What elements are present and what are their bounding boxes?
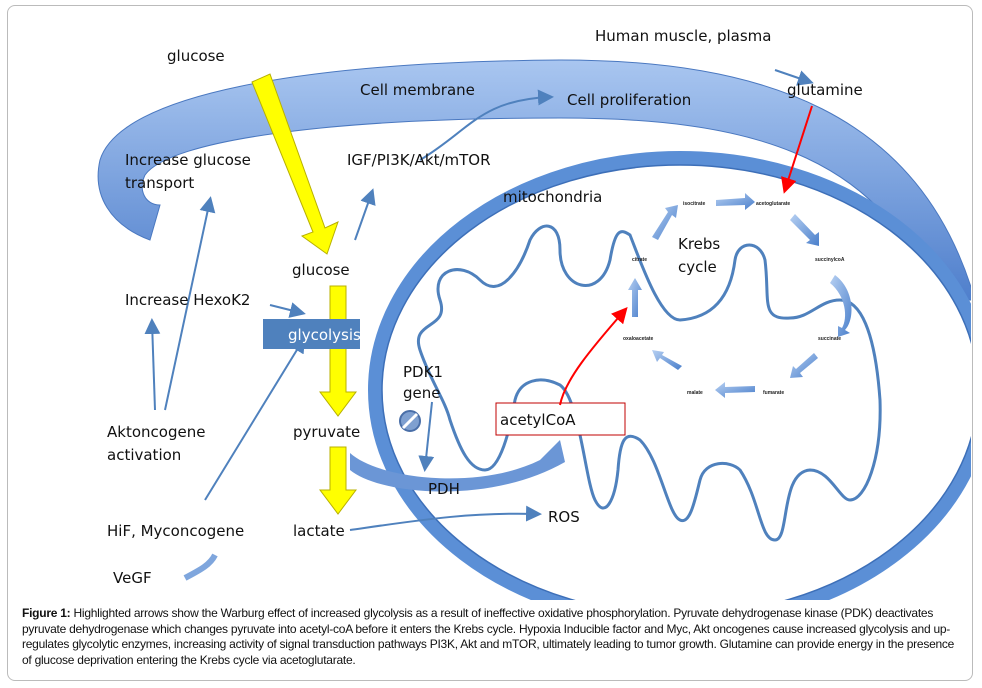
caption-text: Highlighted arrows show the Warburg effe… bbox=[22, 606, 955, 667]
caption-label: Figure 1: bbox=[22, 606, 71, 620]
succinylcoa-label: succinylcoA bbox=[815, 257, 845, 263]
acetylcoa-box bbox=[495, 402, 626, 436]
citrate-label: citrate bbox=[632, 257, 647, 263]
glutamine-label: glutamine bbox=[787, 81, 863, 99]
cell-membrane-band bbox=[97, 59, 971, 301]
aktoncogene-activation-label: activation bbox=[107, 446, 181, 464]
cell-membrane-label: Cell membrane bbox=[360, 81, 475, 99]
krebs-cycle-label-2: cycle bbox=[678, 258, 717, 276]
lactate-label: lactate bbox=[293, 522, 345, 540]
vegf-label: VeGF bbox=[113, 569, 152, 587]
lactate-arrow bbox=[319, 446, 357, 515]
glucose-inside-label: glucose bbox=[292, 261, 350, 279]
increase-hexok2-label: Increase HexoK2 bbox=[125, 291, 250, 309]
human-muscle-plasma-label: Human muscle, plasma bbox=[595, 27, 771, 45]
cell-proliferation-label: Cell proliferation bbox=[567, 91, 691, 109]
increase-glucose-transport-label: Increase glucose bbox=[125, 151, 251, 169]
figure-caption: Figure 1: Highlighted arrows show the Wa… bbox=[22, 606, 962, 668]
succinate-label: succinate bbox=[818, 336, 841, 342]
krebs-cycle-arrows bbox=[628, 193, 852, 398]
mitochondria-outer-membrane bbox=[368, 151, 971, 600]
malate-label: malate bbox=[687, 390, 703, 396]
pdk1-label: PDK1 bbox=[403, 363, 443, 381]
glycolysis-arrow bbox=[319, 285, 357, 417]
inhibition-icon bbox=[399, 410, 421, 432]
mitochondria-label: mitochondria bbox=[503, 188, 602, 206]
glycolysis-box bbox=[263, 319, 360, 349]
hif-myconcogene-label: HiF, Myconcogene bbox=[107, 522, 244, 540]
increase-glucose-transport-label-2: transport bbox=[125, 174, 194, 192]
mitochondria-cristae bbox=[416, 224, 882, 542]
pdk1-gene-label: gene bbox=[403, 384, 441, 402]
ros-label: ROS bbox=[548, 508, 580, 526]
pdh-label: PDH bbox=[428, 480, 460, 498]
krebs-cycle-label: Krebs bbox=[678, 235, 720, 253]
fumarate-label: fumarate bbox=[763, 390, 784, 396]
glycolysis-label: glycolysis bbox=[288, 326, 361, 344]
glucose-outside-label: glucose bbox=[167, 47, 225, 65]
pyruvate-to-pdh-band bbox=[350, 440, 565, 492]
acetoglutarate-label: acetoglutarate bbox=[756, 201, 790, 207]
aktoncogene-label: Aktoncogene bbox=[107, 423, 205, 441]
oxaloacetate-label: oxaloacetate bbox=[623, 336, 654, 342]
acetylcoa-label: acetylCoA bbox=[500, 411, 576, 429]
glucose-entry-arrow bbox=[251, 73, 339, 255]
igf-pathway-label: IGF/PI3K/Akt/mTOR bbox=[347, 151, 491, 169]
figure-frame bbox=[7, 5, 973, 681]
isocitrate-label: isocitrate bbox=[683, 201, 705, 207]
warburg-diagram: glucose Human muscle, plasma Cell membra… bbox=[97, 27, 971, 600]
pyruvate-label: pyruvate bbox=[293, 423, 360, 441]
